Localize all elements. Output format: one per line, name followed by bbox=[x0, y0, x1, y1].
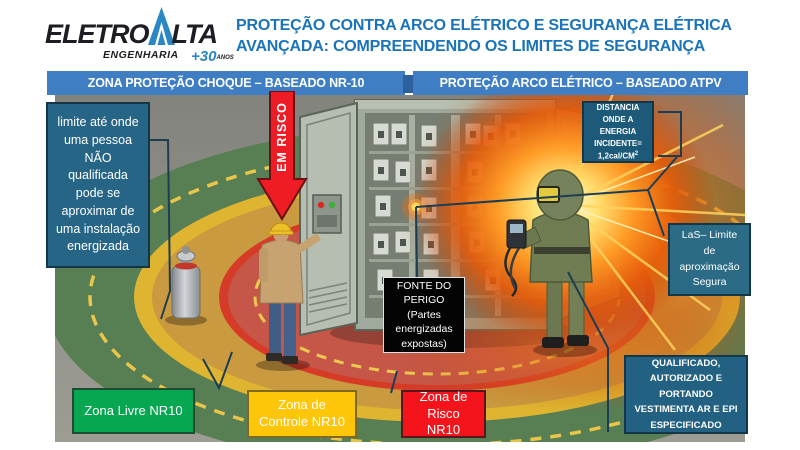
callout-unqualified-limit: limite até onde uma pessoa NÃO qualifica… bbox=[46, 102, 150, 268]
zone-label-controle: Zona de Controle NR10 bbox=[247, 390, 357, 438]
zone-label-livre: Zona Livre NR10 bbox=[72, 388, 195, 434]
logo-word-eletro: ELETRO bbox=[45, 19, 150, 49]
callout-connectors bbox=[150, 111, 682, 432]
callout-qualified-worker: QUALIFICADO, AUTORIZADO E PORTANDO VESTI… bbox=[624, 355, 748, 434]
banner-arco-eletrico: PROTEÇÃO ARCO ELÉTRICO – BASEADO ATPV bbox=[413, 71, 748, 95]
title-line1: PROTEÇÃO CONTRA ARCO ELÉTRICO E SEGURANÇ… bbox=[236, 17, 732, 34]
incident-line1: DISTANCIA bbox=[596, 102, 640, 112]
zone-label-risco: Zona de Risco NR10 bbox=[401, 389, 486, 438]
outer-dashed-limit bbox=[88, 147, 745, 442]
worker-arc-suit bbox=[504, 169, 597, 357]
page-title: PROTEÇÃO CONTRA ARCO ELÉTRICO E SEGURANÇ… bbox=[236, 15, 792, 57]
visor bbox=[537, 186, 560, 203]
title-line2: AVANÇADA: COMPREENDENDO OS LIMITES DE SE… bbox=[236, 38, 706, 56]
incident-line4: INCIDENTE= bbox=[594, 138, 642, 148]
callout-las-limit: LaS– Limite de aproximação Segura bbox=[668, 223, 751, 296]
eletroalta-logo: ELETRO LTA ENGENHARIA +30ANOS bbox=[45, 7, 240, 70]
worker-unqualified bbox=[256, 222, 321, 371]
logo-word-lta: LTA bbox=[171, 19, 218, 49]
em-risco-arrow bbox=[256, 91, 308, 221]
door-control-panel bbox=[312, 194, 342, 234]
banner-zona-choque: ZONA PROTEÇÃO CHOQUE – BASEADO NR-10 bbox=[47, 71, 405, 95]
em-risco-label: EM RISCO bbox=[275, 102, 289, 172]
logo-tagline: ENGENHARIA bbox=[103, 49, 179, 61]
incident-line3: ENERGIA bbox=[599, 126, 637, 136]
incident-value: 1,2cal/CM2 bbox=[597, 150, 639, 161]
extinguisher-cylinder bbox=[165, 246, 207, 326]
callout-incident-energy: DISTANCIA ONDE A ENERGIA INCIDENTE= 1,2c… bbox=[582, 101, 654, 163]
test-instrument bbox=[504, 219, 527, 297]
logo-anniversary-badge: +30ANOS bbox=[191, 48, 234, 65]
callout-danger-source: FONTE DO PERIGO (Partes energizadas expo… bbox=[383, 277, 465, 353]
banner-divider bbox=[403, 75, 413, 93]
logo-triangle-a-icon bbox=[147, 7, 175, 50]
door-vents bbox=[308, 282, 348, 313]
incident-line2: ONDE A bbox=[602, 114, 634, 124]
